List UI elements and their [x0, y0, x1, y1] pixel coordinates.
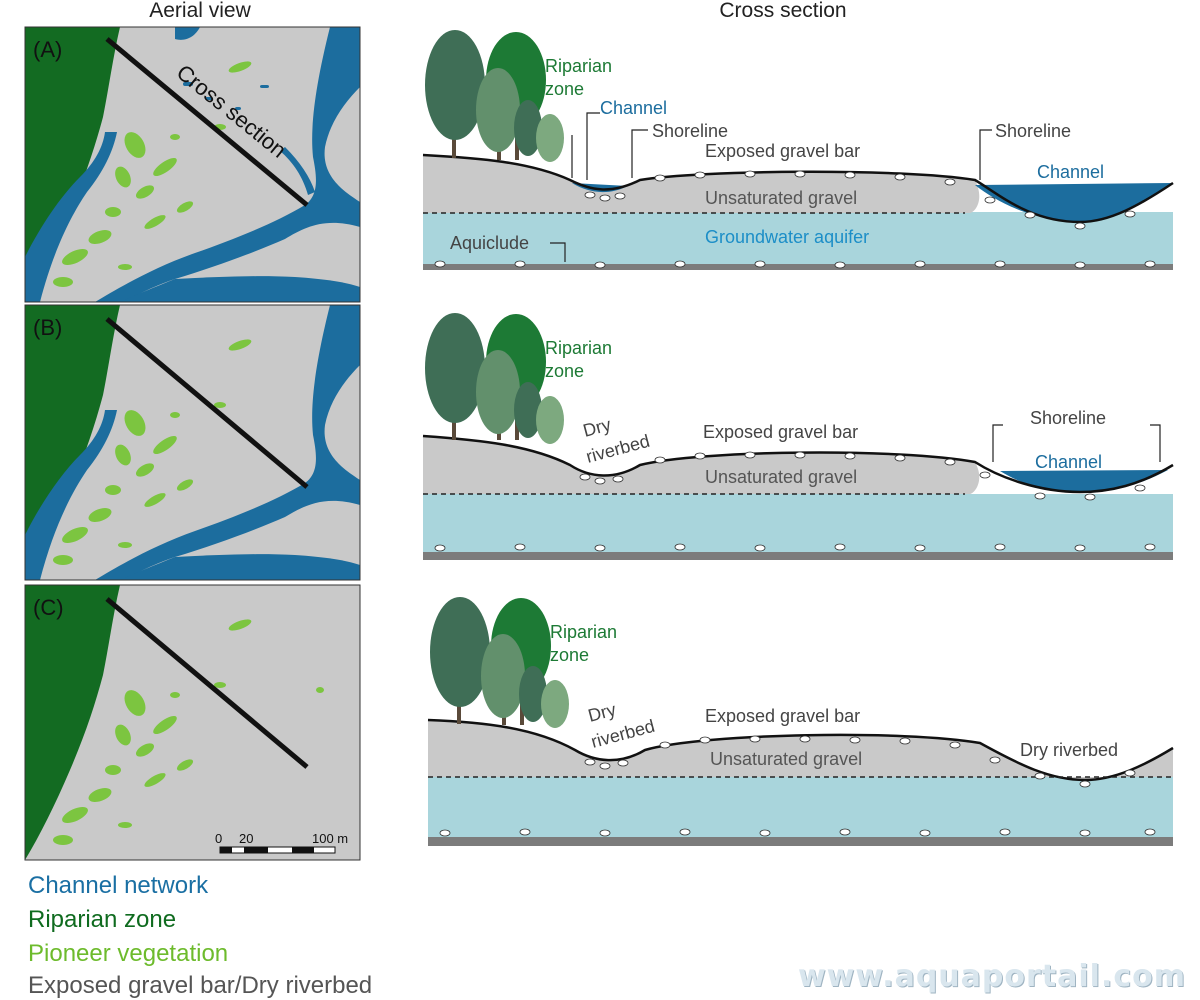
- panel-label-a: (A): [33, 37, 62, 62]
- riparian-trees: [430, 597, 569, 728]
- label-aquiclude: Aquiclude: [450, 233, 529, 253]
- label-gravel-bar: Exposed gravel bar: [703, 422, 858, 442]
- panel-label-c: (C): [33, 595, 64, 620]
- scale-tick-20: 20: [239, 831, 253, 846]
- label-dry-1: Dry: [581, 414, 613, 441]
- label-dry-right: Dry riverbed: [1020, 740, 1118, 760]
- legend-channel-network: Channel network: [28, 872, 209, 899]
- label-unsaturated: Unsaturated gravel: [705, 467, 857, 487]
- label-channel: Channel: [1035, 452, 1102, 472]
- cross-section-header: Cross section: [719, 0, 846, 22]
- scale-tick-0: 0: [215, 831, 222, 846]
- scale-tick-100: 100 m: [312, 831, 348, 846]
- label-channel-right: Channel: [1037, 162, 1104, 182]
- cross-section-a: Riparian zone Channel Shoreline Exposed …: [422, 30, 1174, 270]
- riparian-trees: [425, 30, 564, 162]
- label-shoreline-left: Shoreline: [652, 121, 728, 141]
- scale-bar: 0 20 100 m: [215, 831, 348, 854]
- label-riparian-1: Riparian: [550, 622, 617, 642]
- legend-riparian-zone: Riparian zone: [28, 906, 177, 933]
- legend-gravel-bar: Exposed gravel bar/Dry riverbed: [28, 972, 373, 999]
- label-shoreline: Shoreline: [1030, 408, 1106, 428]
- label-riparian-2: zone: [550, 645, 589, 665]
- aerial-panel-c: (C) 0 20 100 m: [24, 584, 361, 861]
- label-riparian-1: Riparian: [545, 338, 612, 358]
- aerial-panel-a: (A) Cross section: [24, 26, 361, 303]
- cross-section-line: [105, 597, 309, 769]
- riparian-trees: [425, 313, 564, 444]
- legend-pioneer-vegetation: Pioneer vegetation: [28, 940, 229, 967]
- label-riparian-2: zone: [545, 361, 584, 381]
- label-shoreline-right: Shoreline: [995, 121, 1071, 141]
- panel-label-b: (B): [33, 315, 62, 340]
- label-unsaturated: Unsaturated gravel: [705, 188, 857, 208]
- label-unsaturated: Unsaturated gravel: [710, 749, 862, 769]
- cross-section-c: Riparian zone Dry riverbed Exposed grave…: [427, 597, 1174, 846]
- aerial-panel-b: (B): [24, 304, 361, 581]
- watermark: www.aquaportail.com: [797, 959, 1186, 994]
- cross-section-line: [105, 37, 309, 207]
- cross-section-b: Riparian zone Dry riverbed Exposed grave…: [422, 313, 1174, 560]
- cross-section-line: [105, 317, 309, 489]
- label-gravel-bar: Exposed gravel bar: [705, 706, 860, 726]
- label-aquifer: Groundwater aquifer: [705, 227, 869, 247]
- aerial-view-header: Aerial view: [149, 0, 251, 22]
- label-riparian-1: Riparian: [545, 56, 612, 76]
- label-dry-1: Dry: [586, 699, 618, 726]
- label-riparian-2: zone: [545, 79, 584, 99]
- label-gravel-bar: Exposed gravel bar: [705, 141, 860, 161]
- label-channel-left: Channel: [600, 98, 667, 118]
